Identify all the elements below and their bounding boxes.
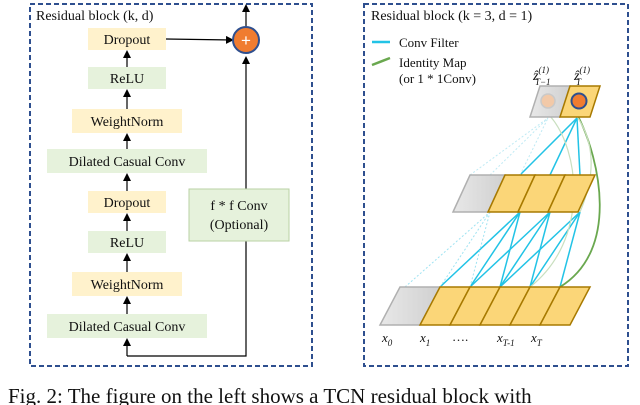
right-panel-title: Residual block (k = 3, d = 1) [371, 9, 533, 24]
conv-edge-faint [404, 211, 491, 288]
legend-identity-swatch [371, 56, 391, 67]
output-add-last [570, 92, 588, 110]
input-label-x1: x1 [419, 330, 430, 348]
dropout-top-label: Dropout [104, 33, 151, 48]
legend-conv-filter-label: Conv Filter [399, 35, 459, 50]
weightnorm-bottom-label: WeightNorm [91, 278, 164, 293]
dilated-conv-bottom-label: Dilated Casual Conv [69, 320, 186, 335]
right-panel-border [363, 3, 629, 367]
output-label-last: ẑ(1)T [573, 65, 590, 87]
conv-edge-faint [439, 211, 491, 288]
skip-conv-box [188, 188, 290, 242]
input-cell-xT [538, 286, 592, 326]
residual-path [127, 56, 250, 357]
input-label-xT: xT [530, 330, 543, 348]
dilated-conv-top-box [47, 149, 207, 173]
skip-conv-line2: (Optional) [210, 218, 269, 233]
conv-edge [469, 211, 521, 288]
dilated-conv-bottom-box [47, 314, 207, 338]
weightnorm-top-box [72, 109, 182, 133]
relu-bottom-box [88, 231, 166, 253]
conv-edge [499, 211, 551, 288]
input-label-dots: …. [452, 329, 468, 344]
weightnorm-top-label: WeightNorm [91, 115, 164, 130]
relu-bottom-label: ReLU [110, 236, 144, 251]
conv-edge-faint [469, 211, 491, 288]
output-label-prev: ẑ(1)T−1 [532, 65, 551, 87]
output-add-prev [540, 93, 556, 109]
weightnorm-bottom-box [72, 272, 182, 296]
add-node-symbol: + [241, 31, 251, 50]
legend-identity-label: Identity Map [399, 55, 467, 70]
dropout-top-box [88, 28, 166, 50]
conv-edge [529, 211, 551, 288]
conv-edge-top-faint [469, 117, 549, 176]
identity-map-curve-mid [577, 117, 592, 213]
dropout-bottom-box [88, 191, 166, 213]
conv-edge [499, 211, 521, 288]
relu-top-box [88, 67, 166, 89]
input-label-x0: x0 [381, 330, 393, 348]
conv-edge-top [519, 117, 578, 176]
conv-edge-top-faint [519, 117, 549, 176]
conv-edge-top [549, 117, 578, 176]
arrow-dropout-to-add [165, 35, 234, 44]
conv-edge-top [576, 117, 581, 176]
dropout-bottom-label: Dropout [104, 196, 151, 211]
relu-top-label: ReLU [110, 72, 144, 87]
conv-edge [559, 211, 581, 288]
dilated-conv-top-label: Dilated Casual Conv [69, 155, 186, 170]
figure-caption: Fig. 2: The figure on the left shows a T… [8, 384, 532, 405]
legend-identity-note: (or 1 * 1Conv) [399, 71, 476, 86]
hidden-cell-3 [546, 174, 597, 213]
skip-conv-line1: f * f Conv [210, 199, 267, 214]
conv-edge [439, 211, 521, 288]
conv-edge [529, 211, 581, 288]
add-node [232, 26, 260, 54]
conv-edge-top-faint [489, 117, 549, 176]
input-label-xT1: xT-1 [496, 330, 515, 348]
left-panel-border [29, 3, 313, 367]
left-panel-title: Residual block (k, d) [36, 9, 154, 24]
